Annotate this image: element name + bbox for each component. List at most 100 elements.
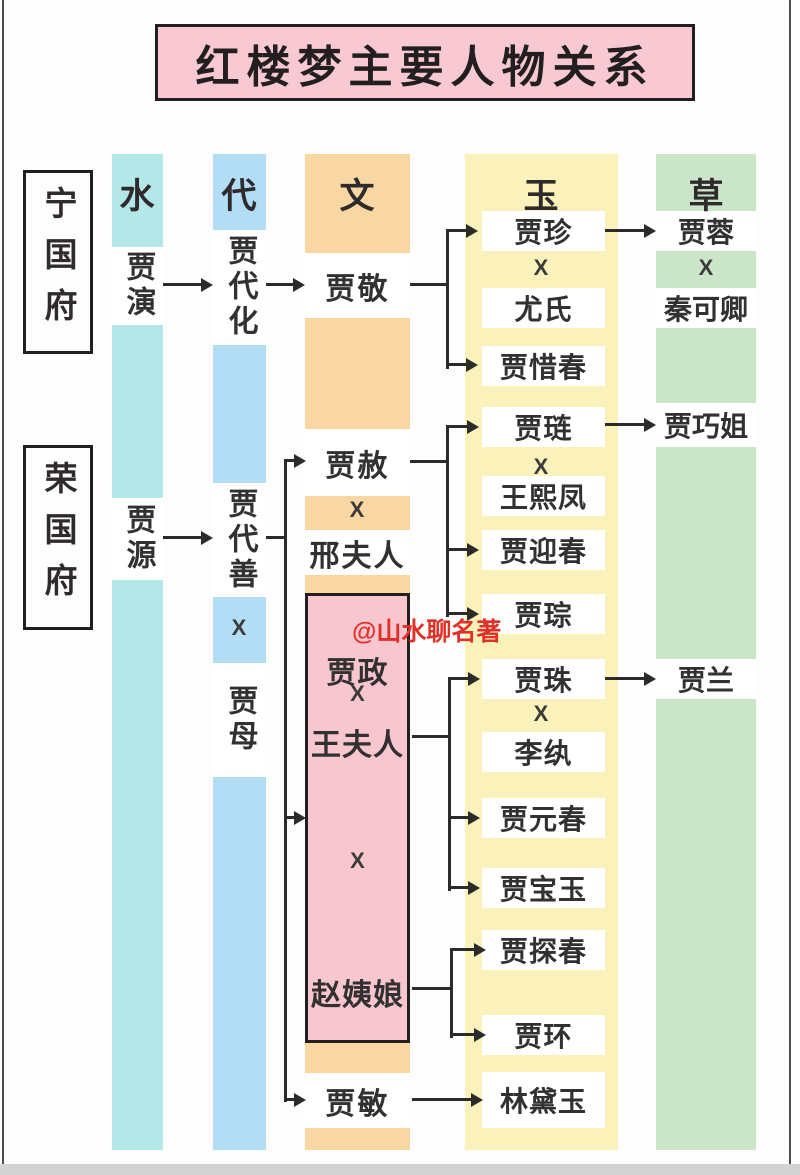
- title-box: 红楼梦主要人物关系: [155, 24, 695, 101]
- connector-jialian-jiaqiaojie: [605, 423, 646, 426]
- node-jiadaihua: 贾代化: [213, 230, 266, 345]
- connector-jiadaishan-vline: [284, 459, 287, 1102]
- node-jiatanchun: 贾探春: [482, 930, 605, 970]
- left-edge-line: [2, 0, 4, 1175]
- connector-jiayan-jiadaihua: [163, 283, 203, 286]
- arrowhead-to-jiazhu: [468, 672, 480, 686]
- connector-jiajing-branch: [410, 283, 449, 286]
- watermark-text: @山水聊名著: [352, 618, 502, 646]
- node-jiazhu: 贾珠: [482, 659, 605, 699]
- node-jiahuan: 贾环: [482, 1015, 605, 1055]
- node-jiajing: 贾敬: [305, 253, 410, 318]
- connector-to-jiazheng: [284, 816, 296, 819]
- column-header-dai: 代: [221, 177, 257, 216]
- connector-jiayuan-jiadaishan: [163, 536, 203, 539]
- house-rongguofu: 荣国府: [23, 445, 93, 630]
- connector-to-jiahuan: [450, 1033, 476, 1036]
- arrowhead-to-jiayingchun: [467, 543, 479, 557]
- arrowhead-to-jialian: [467, 420, 479, 434]
- arrowhead-to-jiaxichun: [466, 358, 478, 372]
- marriage-x-jiazheng-wangfuren: X: [350, 681, 365, 706]
- node-youshi: 尤氏: [482, 288, 605, 328]
- marriage-x-jiadaishan-jiamu: X: [231, 615, 247, 640]
- connector-to-jiabaoyu: [448, 886, 470, 889]
- arrowhead-to-jiacong: [467, 607, 479, 621]
- node-wangxifeng: 王熙凤: [482, 476, 605, 516]
- node-jiayuan: 贾源: [112, 498, 163, 580]
- marriage-x-jiarong-qinkeqing: X: [698, 255, 714, 280]
- column-header-cao: 草: [688, 177, 724, 216]
- arrowhead-to-jiahuan: [474, 1028, 486, 1042]
- arrowhead-to-jiazhen: [466, 224, 478, 238]
- right-edge-line: [789, 0, 791, 1175]
- arrowhead-to-jiashe: [294, 454, 306, 468]
- column-header-yu: 玉: [523, 177, 559, 216]
- connector-to-jiayuanchun: [448, 816, 470, 819]
- connector-zhaoyiniang-branch: [412, 987, 453, 990]
- connector-jiajing-vline: [446, 229, 449, 369]
- node-jialian: 贾琏: [482, 407, 605, 447]
- node-jiadaishan: 贾代善: [213, 483, 266, 597]
- node-qinkeqing: 秦可卿: [656, 288, 756, 328]
- marriage-x-jiazhen-youshi: X: [533, 255, 549, 280]
- node-jiarong: 贾蓉: [656, 211, 756, 251]
- connector-jiazhen-jiarong: [605, 229, 646, 232]
- connector-to-jiazhen: [446, 229, 468, 232]
- node-jiazheng: 贾政: [326, 657, 389, 690]
- arrowhead-jialian-jiaqiaojie: [644, 418, 656, 432]
- node-jiamu: 贾母: [213, 663, 266, 777]
- arrowhead-to-jiamin: [294, 1093, 306, 1107]
- node-xingfuren: 邢夫人: [305, 530, 410, 575]
- house-ningguofu: 宁国府: [23, 170, 93, 354]
- node-jiayingchun: 贾迎春: [482, 530, 605, 570]
- column-header-shui: 水: [119, 177, 155, 216]
- node-zhaoyiniang: 赵姨娘: [311, 979, 404, 1012]
- jiazheng-wives-box: 贾政 X 王夫人 X 赵姨娘: [305, 593, 410, 1043]
- connector-to-jiayingchun: [446, 548, 469, 551]
- connector-jiadaishan-trunk: [266, 536, 287, 539]
- node-jiayuanchun: 贾元春: [482, 798, 605, 838]
- node-jiabaoyu: 贾宝玉: [482, 868, 605, 908]
- arrowhead-jiamin-lindaiyu: [471, 1093, 483, 1107]
- connector-to-jiamin: [284, 1098, 296, 1101]
- arrowhead-to-jiatanchun: [474, 943, 486, 957]
- connector-to-jiatanchun: [450, 948, 476, 951]
- connector-to-jiaxichun: [446, 363, 468, 366]
- node-jiaqiaojie: 贾巧姐: [656, 403, 756, 447]
- node-jialan: 贾兰: [656, 659, 756, 699]
- arrowhead-jiadaihua-jiajing: [293, 278, 305, 292]
- node-jiashe: 贾赦: [305, 429, 410, 496]
- column-header-wen: 文: [339, 177, 375, 216]
- marriage-x-jiazheng-zhaoyiniang: X: [350, 848, 365, 873]
- marriage-x-jiashe-xingfuren: X: [349, 497, 365, 522]
- page-title: 红楼梦主要人物关系: [195, 42, 655, 92]
- connector-to-jiazhu: [448, 677, 470, 680]
- node-jiazhen: 贾珍: [482, 211, 605, 251]
- arrowhead-to-jiayuanchun: [468, 811, 480, 825]
- connector-to-jiacong: [446, 612, 469, 615]
- node-jiacong: 贾琮: [482, 594, 605, 634]
- connector-to-jiashe: [284, 459, 296, 462]
- arrowhead-jiazhen-jiarong: [644, 224, 656, 238]
- connector-jiadaihua-jiajing: [266, 283, 295, 286]
- connector-jiazhu-jialan: [605, 677, 646, 680]
- connector-jiashe-vline: [446, 425, 449, 617]
- arrowhead-jiayan-jiadaihua: [201, 278, 213, 292]
- arrowhead-jiayuan-jiadaishan: [201, 531, 213, 545]
- arrowhead-to-jiazheng: [294, 811, 306, 825]
- node-lindaiyu: 林黛玉: [482, 1072, 605, 1128]
- marriage-x-jiazhu-liwan: X: [533, 701, 549, 726]
- arrowhead-to-jiabaoyu: [468, 881, 480, 895]
- connector-zhaoyiniang-vline: [450, 948, 453, 1038]
- node-jiaxichun: 贾惜春: [482, 346, 605, 386]
- node-liwan: 李纨: [482, 732, 605, 772]
- node-wangfuren: 王夫人: [311, 729, 404, 762]
- arrowhead-jiazhu-jialan: [644, 672, 656, 686]
- node-jiayan: 贾演: [112, 247, 163, 325]
- connector-wangfuren-vline: [448, 677, 451, 891]
- connector-jiamin-lindaiyu: [412, 1098, 473, 1101]
- bottom-edge-band: [0, 1164, 800, 1175]
- connector-wangfuren-branch: [412, 735, 451, 738]
- marriage-x-jialian-wangxifeng: X: [533, 454, 549, 479]
